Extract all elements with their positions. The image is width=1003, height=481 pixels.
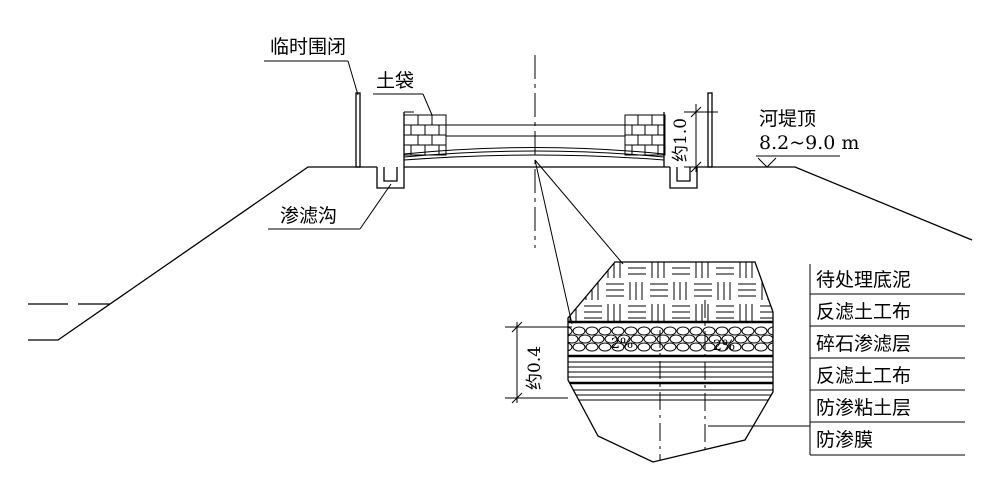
- seepage-ditch-label: 渗滤沟: [280, 205, 337, 227]
- slope-right-text: 2%: [713, 338, 735, 354]
- detail-enlargement: 2% 2%: [567, 261, 810, 463]
- gravel-layer: [568, 326, 773, 352]
- soil-bags-right: [624, 114, 666, 156]
- layer-label: 防渗膜: [816, 429, 873, 451]
- height-dimension: 约1.0: [671, 104, 718, 173]
- thickness-dimension: 约0.4: [505, 321, 572, 404]
- slope-left-text: 2%: [611, 336, 633, 352]
- soil-bags-callout: 土袋: [373, 70, 433, 116]
- levee-top-callout: 河堤顶 8.2~9.0 m: [756, 108, 859, 168]
- thickness-dimension-text: 约0.4: [525, 346, 545, 390]
- temporary-fence-callout: 临时围闭: [264, 36, 359, 96]
- layer-label: 反滤土工布: [816, 365, 911, 387]
- layer-label: 碎石渗滤层: [816, 333, 911, 355]
- soil-bags-label: 土袋: [376, 70, 414, 92]
- levee-top-label: 河堤顶: [759, 108, 816, 130]
- soil-bags-left: [403, 114, 447, 156]
- seepage-ditch-callout: 渗滤沟: [268, 183, 392, 230]
- sludge-pattern: [568, 262, 773, 322]
- seepage-ditch-right: [669, 167, 698, 189]
- detail-leader-lines: [534, 159, 624, 325]
- temporary-fence-label: 临时围闭: [270, 36, 346, 58]
- layer-label: 防渗粘土层: [816, 397, 911, 419]
- temporary-fence-left: [355, 92, 361, 168]
- layer-label: 待处理底泥: [816, 269, 911, 291]
- layer-label: 反滤土工布: [816, 301, 911, 323]
- levee-profile: [28, 166, 973, 341]
- temporary-fence-right: [707, 92, 713, 168]
- seepage-ditch-left: [376, 167, 405, 189]
- height-dimension-text: 约1.0: [671, 118, 691, 162]
- levee-top-elevation: 8.2~9.0 m: [759, 132, 859, 154]
- layer-legend-table: 待处理底泥 反滤土工布 碎石渗滤层 反滤土工布 防渗粘土层 防渗膜: [809, 264, 965, 456]
